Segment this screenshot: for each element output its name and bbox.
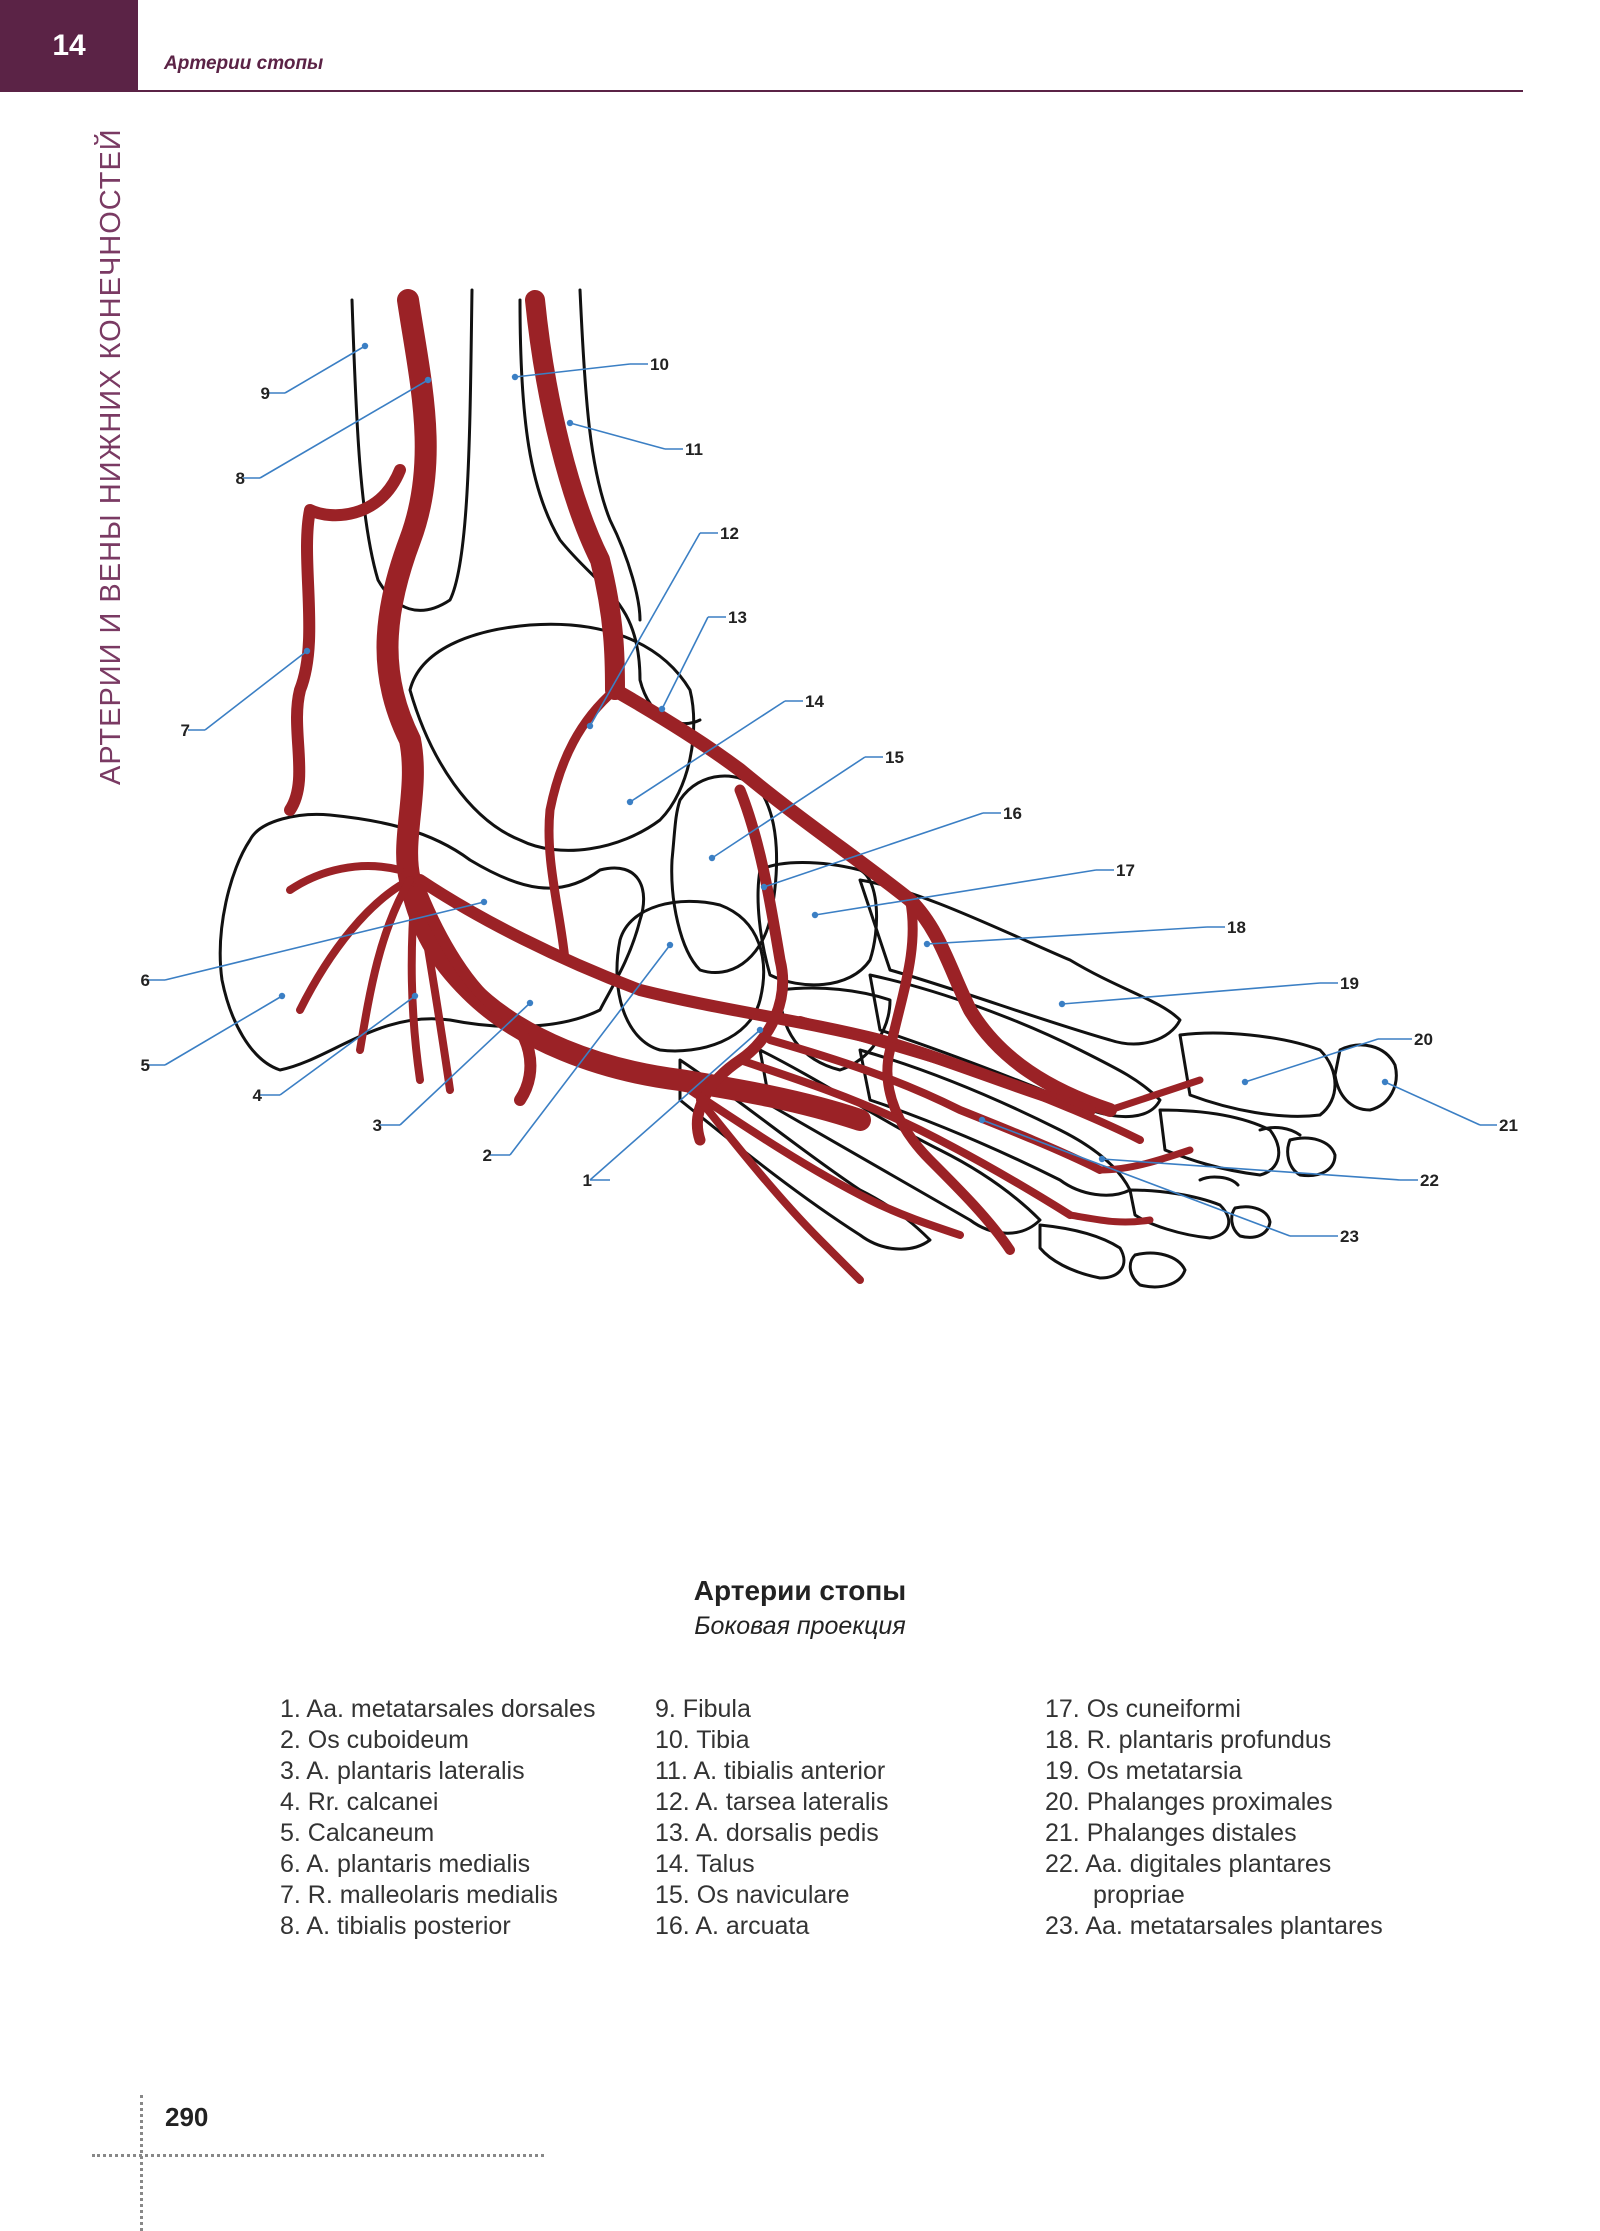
a-arcuata (691, 784, 789, 1146)
a-tibialis-posterior (376, 289, 871, 1131)
metatarsal-outline (858, 878, 1182, 1046)
aa-digitales-plantares-propriae (1106, 1076, 1204, 1114)
a-plantaris-lateralis (414, 884, 537, 1106)
legend-column-1: 1. Aa. metatarsales dorsales 2. Os cuboi… (280, 1694, 595, 1942)
legend-item: 1. Aa. metatarsales dorsales (280, 1695, 596, 1723)
running-title: Артерии стопы (164, 53, 324, 74)
figure-caption-title: Артерии стопы (693, 1575, 907, 1606)
legend-item: 9. Fibula (655, 1695, 751, 1723)
fibula-outline (350, 288, 474, 612)
callout-20: 20 (1414, 1030, 1433, 1049)
rr-calcanei (296, 876, 414, 1014)
callout-19: 19 (1340, 974, 1359, 993)
callout-21: 21 (1499, 1116, 1518, 1135)
legend-item: 15. Os naviculare (655, 1881, 850, 1909)
chapter-number-box: 14 (0, 0, 138, 92)
cuneiform-outline (756, 861, 878, 987)
callout-15: 15 (885, 748, 904, 767)
callout-5: 5 (141, 1056, 150, 1075)
footer-dotted-rule (92, 2154, 544, 2157)
r-plantaris-profundus (882, 895, 1015, 1255)
legend-item: 17. Os cuneiformi (1045, 1695, 1241, 1723)
header-rule (138, 90, 1523, 92)
callout-13: 13 (728, 608, 747, 627)
callout-11: 11 (685, 440, 703, 459)
figure-caption-subtitle: Боковая проекция (694, 1612, 906, 1640)
legend-item: 6. A. plantaris medialis (280, 1850, 531, 1878)
legend-item: 5. Calcaneum (280, 1819, 435, 1847)
callout-23: 23 (1340, 1227, 1359, 1246)
callout-labels: 1 2 3 4 5 6 7 8 9 10 11 12 13 14 15 16 1… (141, 355, 1518, 1246)
legend-item-continuation: propriae (1093, 1881, 1185, 1909)
callout-9: 9 (261, 384, 270, 403)
foot-arteries-illustration: 1 2 3 4 5 6 7 8 9 10 11 12 13 14 15 16 1… (141, 288, 1518, 1289)
callout-12: 12 (720, 524, 739, 543)
legend-item: 12. A. tarsea lateralis (655, 1788, 889, 1816)
legend-item: 23. Aa. metatarsales plantares (1045, 1912, 1383, 1940)
legend-item: 13. A. dorsalis pedis (655, 1819, 879, 1847)
calcaneus-outline (218, 812, 646, 1072)
cuboid-outline (615, 899, 766, 1053)
callout-18: 18 (1227, 918, 1246, 937)
artery-paths (284, 289, 1204, 1284)
legend-column-2: 9. Fibula 10. Tibia 11. A. tibialis ante… (655, 1694, 888, 1942)
legend-item: 16. A. arcuata (655, 1912, 810, 1940)
chapter-number: 14 (52, 29, 86, 62)
callout-2: 2 (483, 1146, 492, 1165)
proximal-phalanges-outline (1178, 1031, 1337, 1118)
legend-item: 19. Os metatarsia (1045, 1757, 1243, 1785)
callout-7: 7 (181, 721, 190, 740)
bone-outlines (218, 288, 1398, 1289)
distal-phalanges-outline (1333, 1043, 1398, 1112)
footer-dotted-rule-vertical (140, 2095, 143, 2231)
callout-22: 22 (1420, 1171, 1439, 1190)
legend-item: 11. A. tibialis anterior (655, 1757, 886, 1785)
aa-metatarsales-dorsales (736, 1056, 1074, 1219)
page-number: 290 (165, 2102, 209, 2132)
legend-item: 3. A. plantaris lateralis (280, 1757, 525, 1785)
legend-item: 7. R. malleolaris medialis (280, 1881, 558, 1909)
legend-item: 10. Tibia (655, 1726, 750, 1754)
legend-item: 14. Talus (655, 1850, 755, 1878)
a-tarsea-lateralis (544, 685, 620, 965)
legend-item: 21. Phalanges distales (1045, 1819, 1297, 1847)
aa-metatarsales-plantares (686, 1086, 964, 1239)
callout-6: 6 (141, 971, 150, 990)
leader-dots (278, 342, 1389, 1163)
callout-8: 8 (236, 469, 245, 488)
a-tibialis-anterior (525, 290, 625, 700)
r-malleolaris-medialis (284, 464, 406, 816)
callout-10: 10 (650, 355, 669, 374)
callout-4: 4 (253, 1086, 263, 1105)
legend-item: 2. Os cuboideum (280, 1726, 469, 1754)
callout-16: 16 (1003, 804, 1022, 823)
legend-item: 20. Phalanges proximales (1045, 1788, 1333, 1816)
callout-14: 14 (805, 692, 824, 711)
leader-lines (148, 345, 1497, 1237)
callout-1: 1 (583, 1171, 592, 1190)
legend-item: 4. Rr. calcanei (280, 1788, 439, 1816)
callout-3: 3 (373, 1116, 382, 1135)
legend-item: 18. R. plantaris profundus (1045, 1726, 1332, 1754)
legend-item: 8. A. tibialis posterior (280, 1912, 511, 1940)
legend-item: 22. Aa. digitales plantares (1045, 1850, 1332, 1878)
callout-17: 17 (1116, 861, 1135, 880)
legend-column-3: 17. Os cuneiformi 18. R. plantaris profu… (1045, 1694, 1383, 1942)
